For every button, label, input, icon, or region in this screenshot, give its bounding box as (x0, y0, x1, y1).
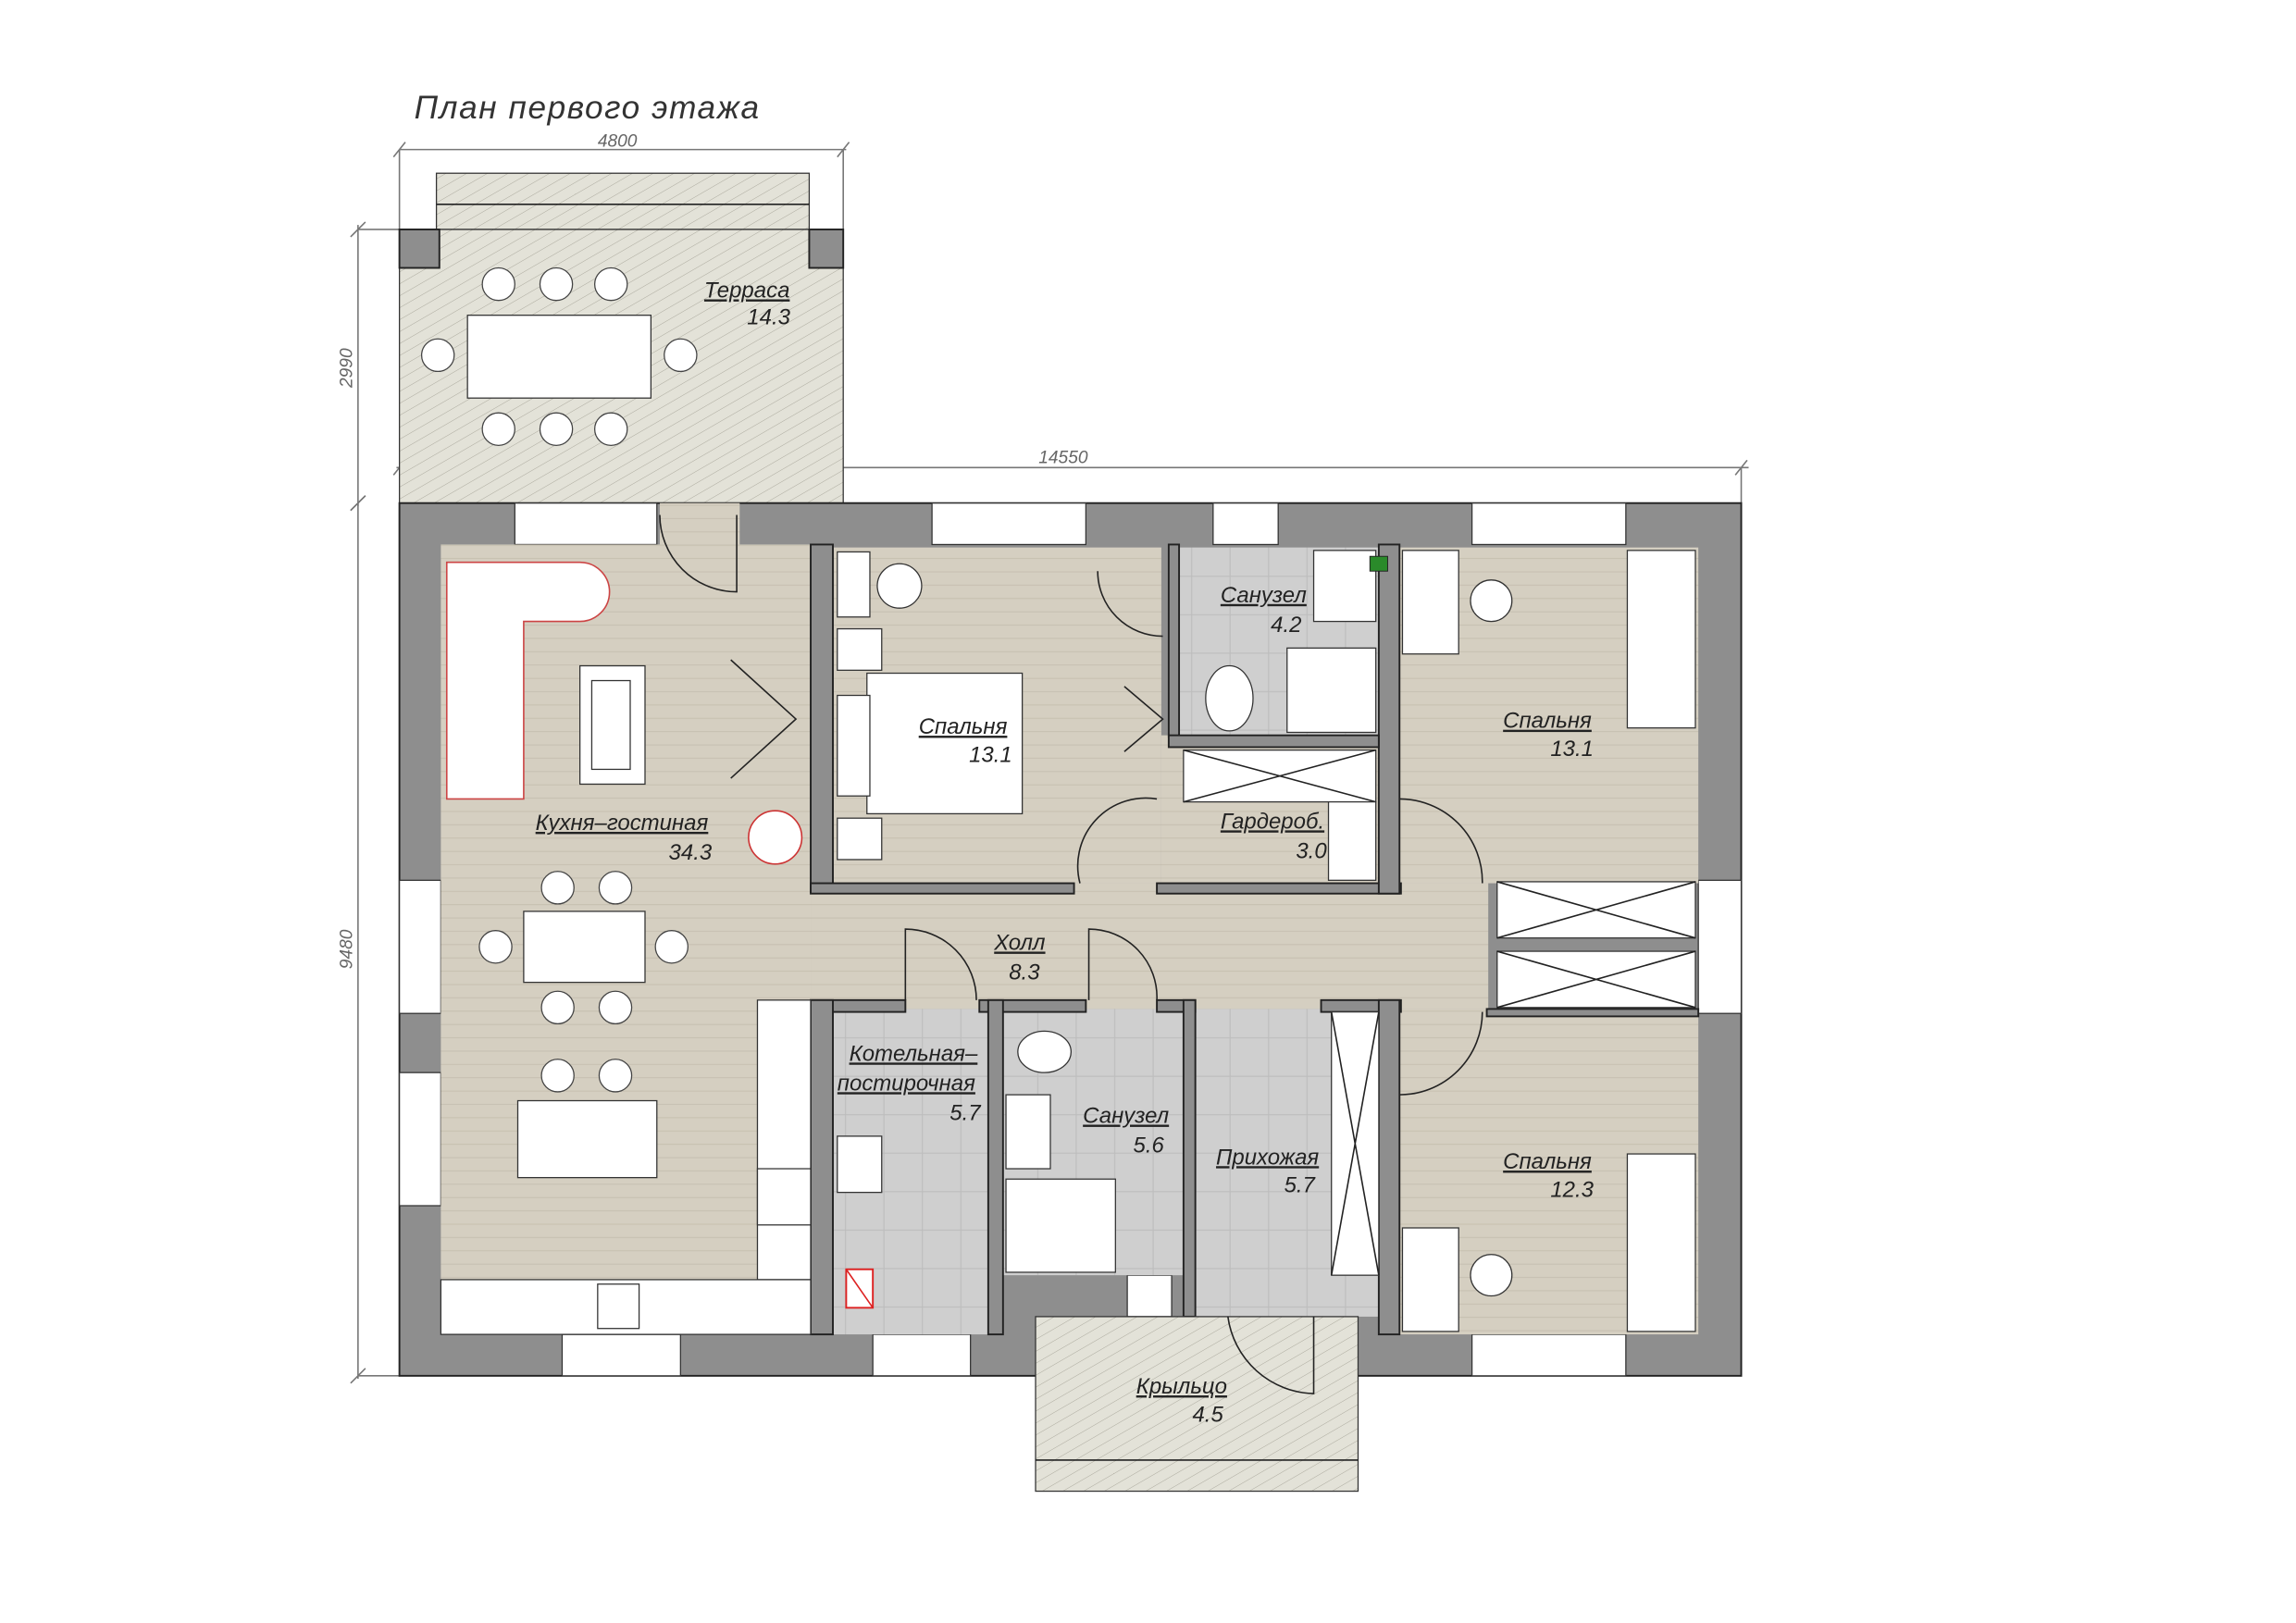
svg-text:Прихожая: Прихожая (1216, 1145, 1319, 1170)
bathroom-1-fixtures (1205, 550, 1388, 734)
windows (398, 502, 1743, 1377)
svg-text:Кухня–гостиная: Кухня–гостиная (536, 811, 709, 836)
boiler-fixtures (837, 1135, 883, 1309)
svg-text:2990: 2990 (337, 348, 356, 389)
svg-text:12.3: 12.3 (1550, 1177, 1594, 1202)
bedroom-wardrobes (1496, 881, 1696, 1009)
svg-text:5.7: 5.7 (1285, 1173, 1317, 1198)
dimension-terrace-width: 4800 (392, 131, 850, 229)
porch (1035, 1316, 1359, 1493)
terrace-table (466, 315, 652, 399)
svg-text:Гардероб.: Гардероб. (1221, 809, 1324, 834)
dimension-terrace-depth: 2990 (337, 221, 400, 512)
svg-text:4.2: 4.2 (1271, 613, 1301, 638)
svg-text:Спальня: Спальня (1503, 709, 1592, 734)
svg-text:14550: 14550 (1038, 449, 1088, 468)
svg-text:13.1: 13.1 (969, 742, 1012, 767)
svg-text:34.3: 34.3 (669, 840, 713, 865)
entry-closet (1330, 1010, 1380, 1276)
svg-text:5.6: 5.6 (1134, 1133, 1165, 1158)
svg-text:Санузел: Санузел (1221, 583, 1307, 608)
terrace: Терраса 14.3 (398, 172, 845, 504)
svg-text:3.0: 3.0 (1296, 838, 1327, 863)
dimension-house-depth: 9480 (337, 495, 400, 1384)
svg-text:Санузел: Санузел (1083, 1104, 1169, 1129)
svg-text:Крыльцо: Крыльцо (1136, 1374, 1227, 1399)
svg-text:9480: 9480 (337, 929, 356, 969)
interior-walls (810, 543, 1700, 1336)
bedroom-1-furniture (837, 551, 1024, 861)
svg-text:14.3: 14.3 (747, 304, 790, 329)
svg-text:4800: 4800 (598, 131, 638, 151)
svg-text:постирочная: постирочная (838, 1071, 975, 1096)
dimension-house-width: 14550 (392, 449, 1749, 503)
svg-text:13.1: 13.1 (1550, 737, 1594, 762)
svg-text:5.7: 5.7 (949, 1100, 982, 1125)
hall-floor (811, 883, 1489, 1010)
svg-text:Спальня: Спальня (1503, 1149, 1592, 1174)
svg-text:4.5: 4.5 (1192, 1402, 1223, 1427)
bathroom-2-fixtures (1005, 1030, 1116, 1273)
wardrobe-closet (1183, 749, 1377, 881)
svg-text:8.3: 8.3 (1009, 960, 1040, 985)
plan-title: План первого этажа (415, 90, 761, 126)
svg-text:Котельная–: Котельная– (850, 1041, 978, 1066)
bedroom-2-furniture (1401, 550, 1696, 729)
svg-text:Спальня: Спальня (919, 714, 1008, 739)
svg-text:Холл: Холл (993, 930, 1046, 955)
terrace-chairs (420, 266, 698, 446)
kitchen-living-furniture (440, 561, 812, 1335)
bedroom-3-furniture (1401, 1153, 1696, 1332)
svg-text:Терраса: Терраса (704, 278, 789, 303)
